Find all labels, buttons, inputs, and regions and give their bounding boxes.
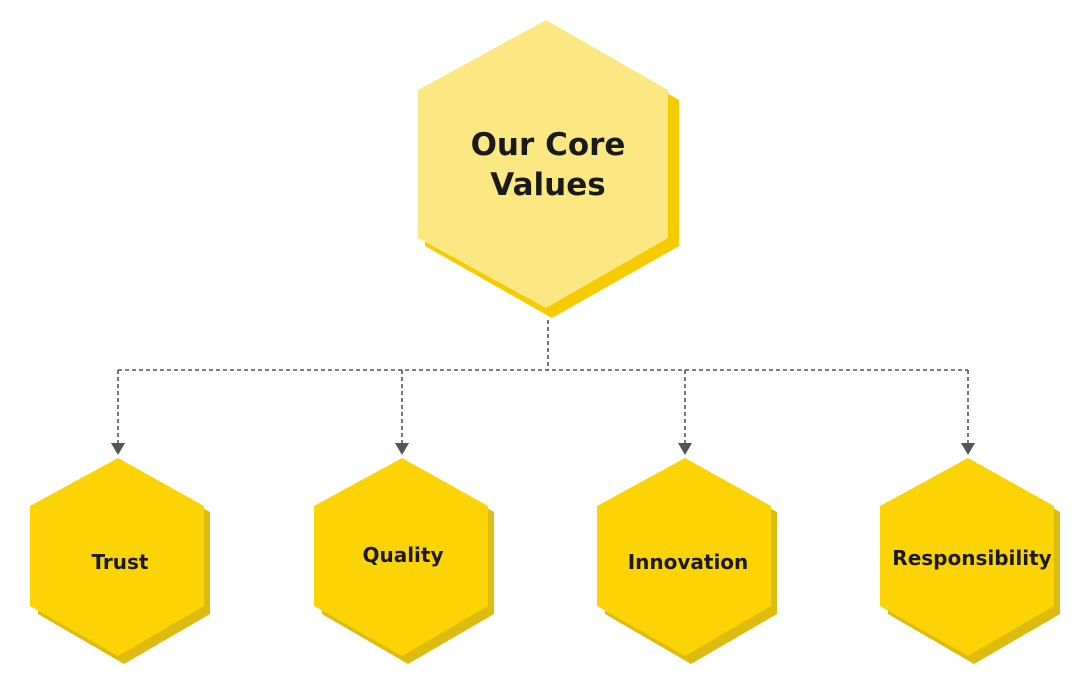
root-label-line-1: Our Core [470,127,626,163]
arrowhead-responsibility [961,443,975,455]
arrowhead-trust [111,443,125,455]
child-label-responsibility: Responsibility [892,546,1052,570]
child-label-trust: Trust [91,550,149,574]
root-label: Our Core Values [418,110,678,220]
root-node [418,20,679,318]
child-node-responsibility [880,458,1060,664]
child-hexagon [880,458,1054,656]
arrowhead-innovation [678,443,692,455]
child-node-quality [314,458,494,664]
connectors [111,320,975,455]
arrowhead-quality [395,443,409,455]
child-hexagon [597,458,771,656]
root-label-line-2: Values [490,167,606,203]
root-hexagon [418,20,668,308]
child-hexagon [314,458,488,656]
child-label-innovation: Innovation [627,550,749,574]
child-node-trust [30,458,210,664]
child-node-innovation [597,458,777,664]
child-label-quality: Quality [362,543,444,567]
child-hexagon [30,458,204,656]
